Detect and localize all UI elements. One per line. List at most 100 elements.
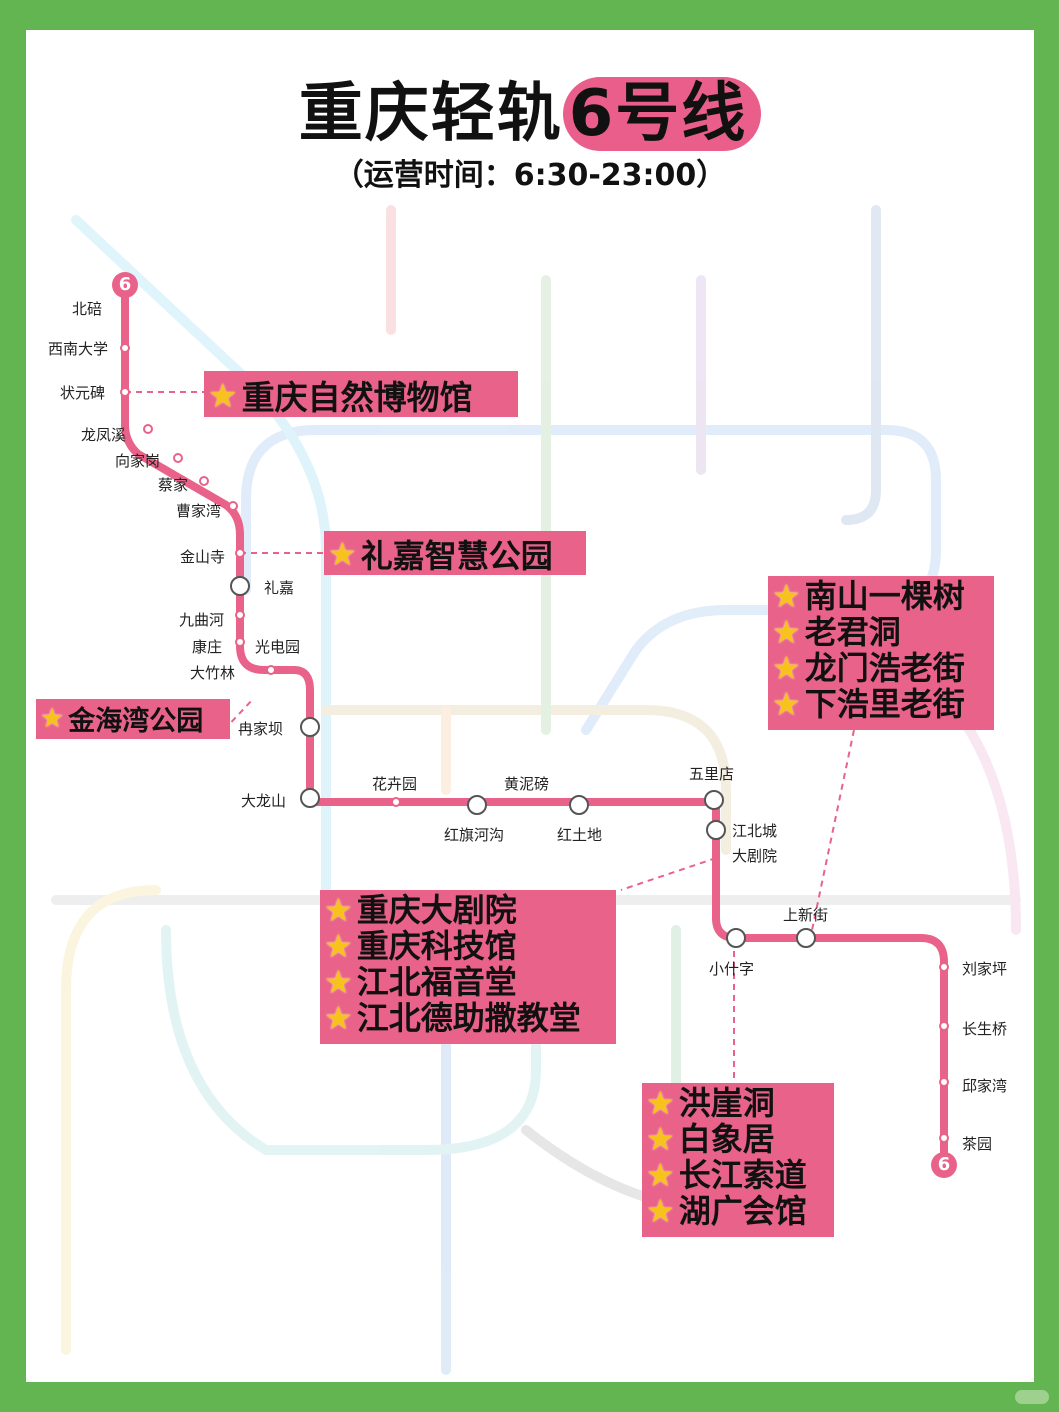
star-icon: ★ <box>328 535 357 573</box>
dot-longfeng <box>143 424 153 434</box>
dot-caojia <box>228 501 238 511</box>
interchange-dalong <box>300 788 320 808</box>
station-liujia: 刘家坪 <box>962 960 1008 978</box>
line6-badge-south: 6 <box>931 1152 957 1178</box>
callout-row: ★下浩里老街 <box>772 686 994 722</box>
callout-row: ★老君洞 <box>772 614 994 650</box>
interchange-hongtu <box>569 795 589 815</box>
line6-route <box>121 283 948 1164</box>
dot-xiangjia <box>173 453 183 463</box>
callout-row: ★龙门浩老街 <box>772 650 994 686</box>
callout-row: ★重庆自然博物馆 <box>208 371 518 419</box>
interchange-wuli <box>704 790 724 810</box>
station-changsheng: 长生桥 <box>962 1020 1008 1038</box>
star-icon: ★ <box>324 891 353 929</box>
dot-zhuangyuan <box>120 387 130 397</box>
station-dajuyuan: 大剧院 <box>732 847 778 865</box>
leader-nanshan <box>810 729 855 936</box>
station-xiangjia: 向家岗 <box>115 452 161 470</box>
callout-row: ★礼嘉智慧公园 <box>328 531 586 577</box>
callout-hongya: ★洪崖洞 ★白象居 ★长江索道 ★湖广会馆 <box>642 1083 834 1237</box>
bg-line-brown <box>321 705 731 855</box>
dot-changsheng <box>939 1021 949 1031</box>
callout-row: ★长江索道 <box>646 1157 834 1193</box>
page-title: 重庆轻轨6号线 <box>26 62 1034 154</box>
operating-hours: （运营时间：6:30-23:00） <box>333 158 727 193</box>
interchange-xiaoshizi <box>726 928 746 948</box>
star-icon: ★ <box>772 577 801 615</box>
watermark-pill <box>1015 1390 1049 1404</box>
station-huangni: 黄泥磅 <box>504 775 550 793</box>
callout-text: 下浩里老街 <box>804 685 965 723</box>
callout-jinhai: ★金海湾公园 <box>36 699 230 739</box>
station-longfeng: 龙凤溪 <box>81 426 127 444</box>
callout-row: ★白象居 <box>646 1121 834 1157</box>
station-hongtu: 红土地 <box>557 826 603 844</box>
callout-row: ★金海湾公园 <box>40 699 230 738</box>
callout-museum: ★重庆自然博物馆 <box>204 371 518 417</box>
callout-row: ★重庆科技馆 <box>324 928 616 964</box>
callout-row: ★南山一棵树 <box>772 578 994 614</box>
callout-text: 洪崖洞 <box>678 1084 775 1122</box>
callout-leaders <box>125 391 855 1085</box>
station-dazhulin: 大竹林 <box>190 664 236 682</box>
station-kangzhuang: 康庄 <box>192 638 223 656</box>
star-icon: ★ <box>324 999 353 1037</box>
star-icon: ★ <box>646 1156 675 1194</box>
station-xiaoshizi: 小什字 <box>709 960 755 978</box>
dot-caijia <box>199 476 209 486</box>
star-icon: ★ <box>40 703 65 734</box>
star-icon: ★ <box>772 613 801 651</box>
station-caijia: 蔡家 <box>158 476 189 494</box>
dot-guangdian <box>266 665 276 675</box>
dot-huahui <box>391 797 401 807</box>
star-icon: ★ <box>772 649 801 687</box>
dot-kangzhuang <box>235 637 245 647</box>
bg-line-yellow <box>61 885 161 1355</box>
callout-lijia-park: ★礼嘉智慧公园 <box>324 531 586 575</box>
bg-line-navy <box>841 205 881 525</box>
station-wuli: 五里店 <box>689 765 735 783</box>
leader-jiangbei <box>620 857 717 891</box>
title-main: 重庆轻轨 <box>298 77 563 151</box>
star-icon: ★ <box>324 927 353 965</box>
callout-text: 江北德助撒教堂 <box>356 999 581 1037</box>
callout-text: 重庆大剧院 <box>356 891 517 929</box>
dot-liujia <box>939 962 949 972</box>
interchange-shangxin <box>796 928 816 948</box>
station-hongqi: 红旗河沟 <box>444 826 505 844</box>
callout-nanshan: ★南山一棵树 ★老君洞 ★龙门浩老街 ★下浩里老街 <box>768 576 994 730</box>
station-huahui: 花卉园 <box>372 775 418 793</box>
star-icon: ★ <box>772 685 801 723</box>
star-icon: ★ <box>646 1192 675 1230</box>
interchange-lijia <box>230 576 250 596</box>
station-dots <box>120 343 949 1143</box>
station-chayuan: 茶园 <box>962 1135 993 1153</box>
dot-chayuan <box>939 1133 949 1143</box>
callout-text: 重庆自然博物馆 <box>241 378 473 417</box>
callout-row: ★洪崖洞 <box>646 1085 834 1121</box>
star-icon: ★ <box>646 1084 675 1122</box>
interchange-jiangbei <box>706 820 726 840</box>
star-icon: ★ <box>208 375 238 415</box>
station-jinshan: 金山寺 <box>180 548 226 566</box>
bg-line-blue <box>241 425 941 735</box>
interchange-hongqi <box>467 795 487 815</box>
callout-text: 金海湾公园 <box>68 706 204 737</box>
station-jiuqu: 九曲河 <box>179 611 225 629</box>
station-beibei: 北碚 <box>72 300 103 318</box>
callout-row: ★湖广会馆 <box>646 1193 834 1229</box>
callout-text: 白象居 <box>678 1120 775 1158</box>
title-highlight: 6号线 <box>562 77 762 151</box>
station-ranjia: 冉家坝 <box>238 720 284 738</box>
dot-jinshan <box>235 548 245 558</box>
leader-jinhai <box>223 697 255 731</box>
station-xinan: 西南大学 <box>48 340 109 358</box>
dot-qiujia <box>939 1077 949 1087</box>
callout-text: 江北福音堂 <box>356 963 517 1001</box>
callout-text: 湖广会馆 <box>678 1192 807 1230</box>
dot-jiuqu <box>235 610 245 620</box>
callout-row: ★重庆大剧院 <box>324 892 616 928</box>
map-card: 重庆轻轨6号线 （运营时间：6:30-23:00） 6 6 北碚 西南大学 状元… <box>26 30 1034 1382</box>
station-guangdian: 光电园 <box>255 638 301 656</box>
